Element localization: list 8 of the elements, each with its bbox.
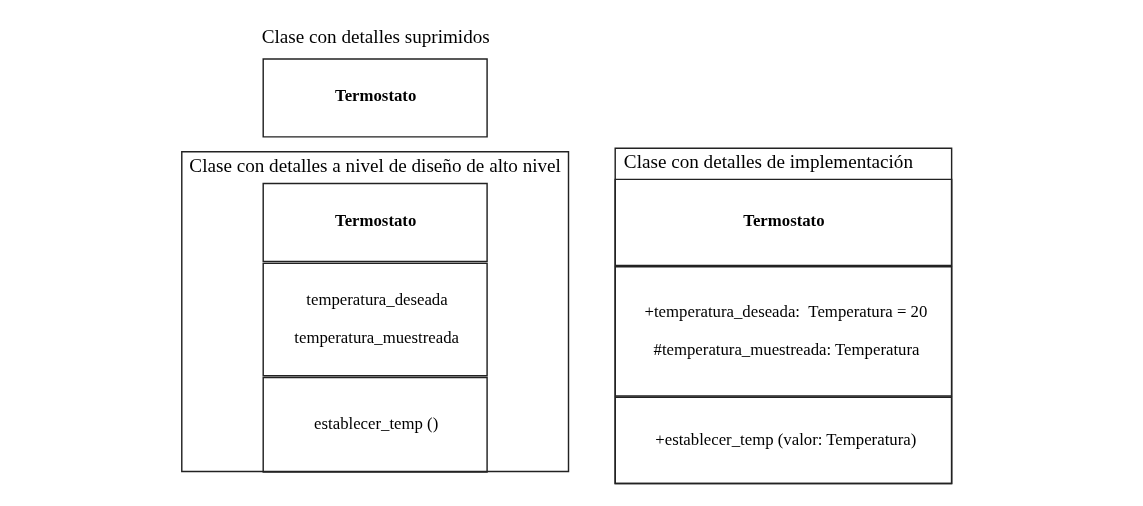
node-box: +temperatura_deseada: Temperatura = 20 #temperatura_muestreada: Temperatura (614, 266, 953, 397)
node-box: establecer_temp () (262, 376, 488, 473)
node-box: temperatura_deseada temperatura_muestreada (262, 262, 488, 377)
node-box: Termostato (262, 58, 488, 138)
node-box: +establecer_temp (valor: Temperatura) (614, 396, 953, 485)
node-label: Clase con detalles suprimidos (261, 25, 490, 47)
node-box: Termostato (262, 182, 488, 263)
node-box: Termostato (614, 178, 953, 267)
